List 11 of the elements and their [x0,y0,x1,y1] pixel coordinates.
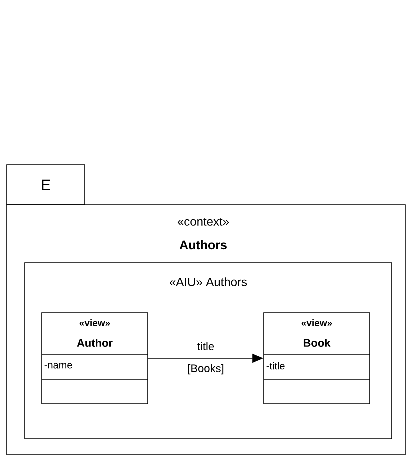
attribute-label: -name [44,363,72,369]
class-name: Book [304,338,331,348]
stereotype-label: «context» [178,218,230,226]
context-name: Authors [180,240,227,250]
class-name: Author [77,338,113,348]
attribute-label: -title [266,362,285,370]
edge-label: title [Books] [188,342,224,375]
stereotype-label: «view» [80,320,110,326]
package-title: «AIU» Authors [170,278,248,286]
frame-tab: E [6,164,86,206]
stereotype-label: «view» [302,320,332,326]
